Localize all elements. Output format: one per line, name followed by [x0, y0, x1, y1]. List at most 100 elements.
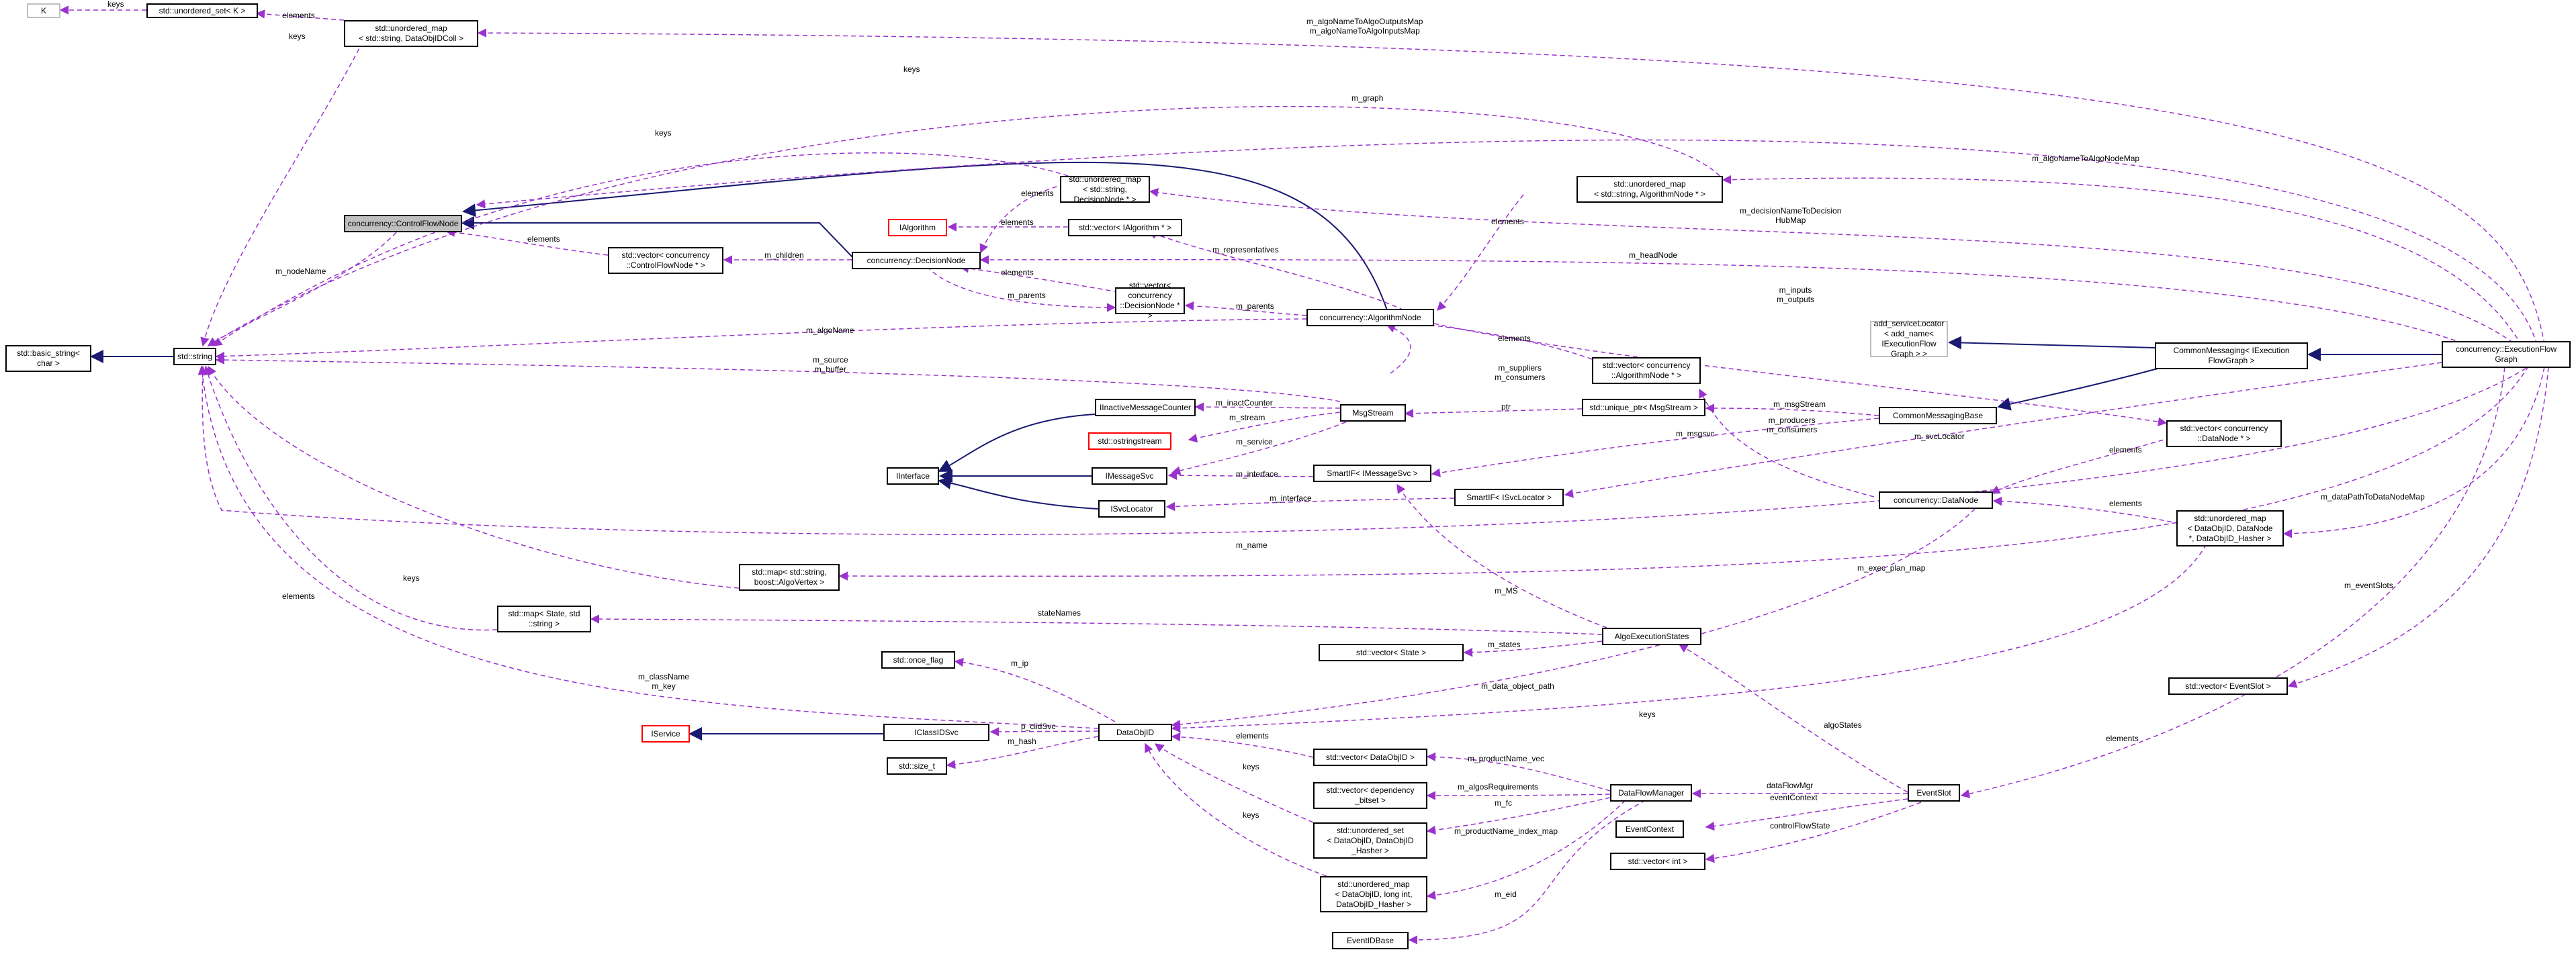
label-keys-top: keys — [903, 64, 920, 74]
node-algoexecutionstates[interactable]: AlgoExecutionStates — [1602, 628, 1701, 645]
node-isvclocator[interactable]: ISvcLocator — [1098, 500, 1165, 518]
label-elements-decision: elements — [1021, 189, 1054, 198]
node-imessagesvc[interactable]: IMessageSvc — [1092, 467, 1167, 485]
label-elements-algonodemap: elements — [1491, 217, 1524, 226]
node-eventidbase[interactable]: EventIDBase — [1332, 932, 1409, 949]
label-keys-dataobj: keys — [1639, 710, 1656, 719]
node-map-state-string[interactable]: std::map< State, std ::string > — [497, 606, 591, 632]
edge-elements-cfn — [445, 228, 609, 256]
node-vector-eventslot[interactable]: std::vector< EventSlot > — [2168, 677, 2288, 695]
node-vector-ialgorithm[interactable]: std::vector< IAlgorithm * > — [1068, 219, 1182, 236]
edge-m-graph — [476, 139, 2540, 353]
node-vector-decisionnode[interactable]: std::vector< concurrency ::DecisionNode … — [1115, 281, 1185, 320]
edge-msgstream — [1705, 403, 1879, 416]
node-vector-controlflownode[interactable]: std::vector< concurrency ::ControlFlowNo… — [608, 247, 723, 274]
node-unique-ptr-msgstream[interactable]: std::unique_ptr< MsgStream > — [1582, 399, 1705, 416]
node-algorithmnode[interactable]: concurrency::AlgorithmNode — [1306, 309, 1434, 326]
edge-keys-umap-coll — [200, 41, 363, 347]
edge-svclocator — [1564, 362, 2442, 498]
label-representatives: m_representatives — [1212, 245, 1279, 254]
node-umap-dataobjid-datanode[interactable]: std::unordered_map < DataObjID, DataNode… — [2176, 510, 2284, 546]
label-keys-k: keys — [107, 0, 124, 9]
node-dataflowmanager[interactable]: DataFlowManager — [1610, 784, 1692, 802]
node-vector-int[interactable]: std::vector< int > — [1610, 853, 1705, 870]
edge-elements-decision — [979, 184, 1065, 254]
node-add-servicelocator[interactable]: add_serviceLocator < add_name< IExecutio… — [1870, 319, 1948, 359]
label-source-buffer: m_source m_buffer — [813, 355, 848, 374]
edge-m-fc — [1426, 797, 1611, 835]
edge-elements-dataobjvec — [1171, 732, 1314, 758]
edge-inherit-decision-to-cfn — [461, 216, 854, 259]
node-msgstream[interactable]: MsgStream — [1340, 404, 1406, 422]
node-datanode[interactable]: concurrency::DataNode — [1879, 491, 1993, 509]
edge-keys-umap-longint — [1145, 743, 1327, 877]
edge-nodename — [207, 232, 397, 346]
node-vector-dataobjid[interactable]: std::vector< DataObjID > — [1313, 749, 1427, 766]
label-m-graph: m_graph — [1351, 93, 1384, 103]
edge-statenames — [590, 614, 1603, 635]
node-executionflowgraph[interactable]: concurrency::ExecutionFlow Graph — [2442, 341, 2571, 368]
node-umap-dataobjid-longint[interactable]: std::unordered_map < DataObjID, long int… — [1320, 876, 1427, 912]
edge-parents-dec — [926, 266, 1116, 312]
edge-algoname — [215, 318, 1307, 361]
label-keys-decision: keys — [655, 128, 672, 138]
node-smartif-imessagesvc[interactable]: SmartIF< IMessageSvc > — [1313, 465, 1431, 482]
node-once-flag[interactable]: std::once_flag — [881, 651, 955, 669]
edge-m-ms — [1396, 483, 1607, 628]
edge-elements-eventslot — [1960, 359, 2506, 798]
node-umap-string-decisionnode[interactable]: std::unordered_map < std::string, Decisi… — [1060, 175, 1150, 204]
label-keys-map: keys — [403, 573, 420, 583]
node-commonmessagingbase[interactable]: CommonMessagingBase — [1879, 407, 1997, 424]
label-elements-datanode: elements — [2109, 445, 2142, 455]
node-vector-datanode[interactable]: std::vector< concurrency ::DataNode * > — [2166, 420, 2282, 447]
node-umap-string-dataobjidcoll[interactable]: std::unordered_map < std::string, DataOb… — [344, 20, 478, 47]
node-interface[interactable]: IInterface — [887, 467, 939, 485]
node-iclassidsvc[interactable]: IClassIDSvc — [883, 724, 989, 741]
edge-controlflowstate — [1705, 802, 1922, 863]
node-ialgorithm[interactable]: IAlgorithm — [888, 219, 947, 236]
node-unordered-set-k[interactable]: std::unordered_set< K > — [146, 3, 258, 18]
node-iservice[interactable]: IService — [641, 725, 690, 743]
node-smartif-isvclocator[interactable]: SmartIF< ISvcLocator > — [1454, 489, 1564, 506]
edge-elements-algonodemap — [1437, 194, 1524, 311]
node-basic-string[interactable]: std::basic_string< char > — [5, 345, 91, 372]
node-eventcontext[interactable]: EventContext — [1615, 820, 1684, 838]
node-size-t[interactable]: std::size_t — [887, 757, 947, 775]
edge-eventcontext — [1705, 798, 1908, 831]
label-keys-umap-coll: keys — [289, 32, 306, 41]
label-classname-key: m_className m_key — [638, 672, 690, 691]
node-map-string-algovertex[interactable]: std::map< std::string, boost::AlgoVertex… — [739, 564, 840, 591]
label-outputs-inputs-map: m_algoNameToAlgoOutputsMap m_algoNameToA… — [1306, 17, 1423, 36]
label-elements-algvec: elements — [1498, 334, 1531, 343]
node-iinactivemessagecounter[interactable]: IInactiveMessageCounter — [1095, 399, 1196, 416]
label-elements-dnmap: elements — [2109, 499, 2142, 508]
label-elements-state-map: elements — [282, 591, 315, 601]
node-vector-dependency-bitset[interactable]: std::vector< dependency _bitset > — [1313, 782, 1427, 809]
node-umap-string-algorithmnode[interactable]: std::unordered_map < std::string, Algori… — [1576, 176, 1723, 203]
node-unordered-set-dataobjid[interactable]: std::unordered_set < DataObjID, DataObjI… — [1313, 822, 1427, 859]
label-m-hash: m_hash — [1008, 736, 1036, 746]
label-decision-hub-map: m_decisionNameToDecision HubMap — [1740, 206, 1842, 225]
edge-inputs-outputs — [1433, 323, 2168, 426]
node-k[interactable]: K — [27, 3, 60, 18]
node-dataobjid[interactable]: DataObjID — [1098, 724, 1172, 741]
edge-inherit-algorithm-to-cfn — [462, 161, 1388, 311]
node-string[interactable]: std::string — [173, 348, 216, 365]
node-vector-algorithmnode[interactable]: std::vector< concurrency ::AlgorithmNode… — [1592, 357, 1701, 384]
node-controlflownode[interactable]: concurrency::ControlFlowNode — [344, 215, 462, 232]
node-ostringstream[interactable]: std::ostringstream — [1088, 432, 1171, 450]
node-eventslot[interactable]: EventSlot — [1908, 784, 1960, 802]
node-vector-state[interactable]: std::vector< State > — [1319, 644, 1464, 661]
label-elements-dataobjvec: elements — [1236, 731, 1269, 741]
label-msgsvc: m_msgsvc — [1676, 429, 1715, 438]
node-decisionnode[interactable]: concurrency::DecisionNode — [852, 252, 981, 269]
label-elements-cfn: elements — [527, 234, 560, 244]
edge-elements-dnmap — [1992, 496, 2180, 524]
label-m-fc: m_fc — [1495, 798, 1513, 808]
node-commonmessaging-graph[interactable]: CommonMessaging< IExecution FlowGraph > — [2155, 342, 2308, 369]
edge-keys-dataobj — [1171, 536, 2211, 733]
edge-outputs-inputs-map — [477, 28, 2546, 353]
edge-keys-uset-dataobj — [1154, 743, 1314, 823]
edge-keys-map — [208, 365, 740, 589]
